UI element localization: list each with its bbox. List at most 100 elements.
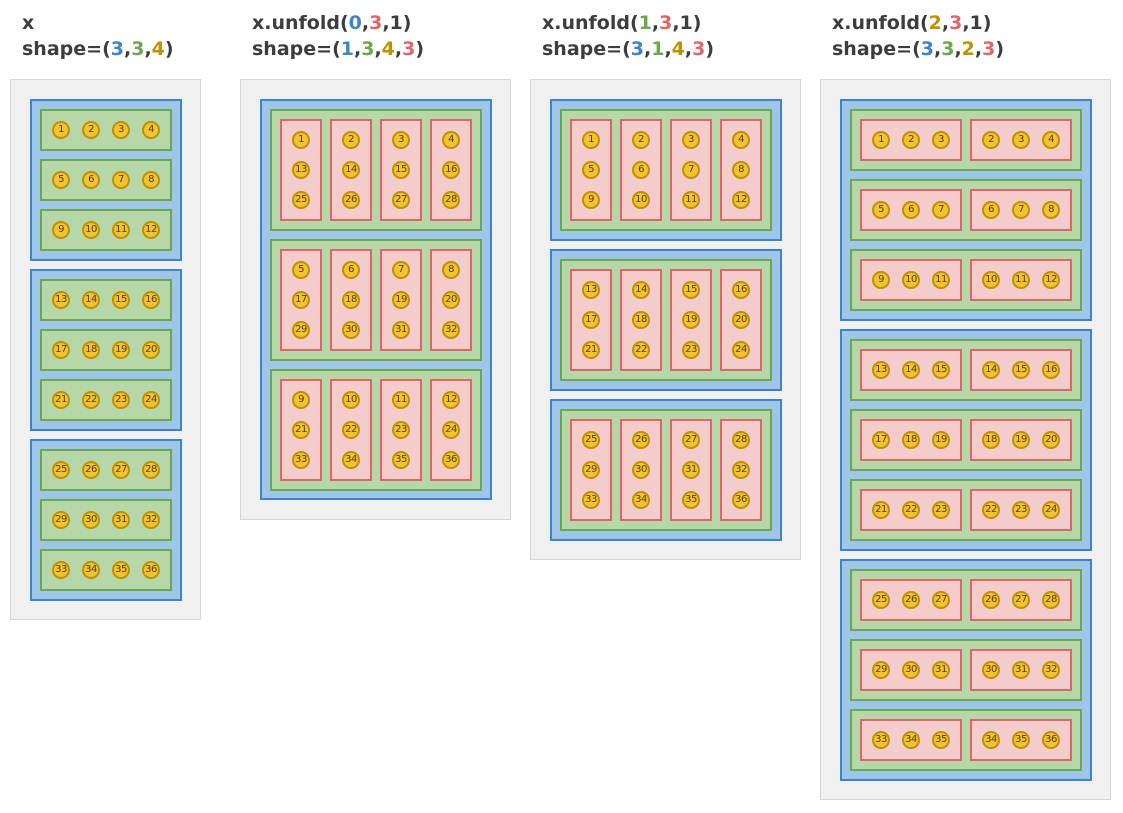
element-cell: 34 (632, 491, 650, 509)
element-cell: 21 (292, 421, 310, 439)
element-cell: 24 (442, 421, 460, 439)
shape-segment: 4 (151, 38, 165, 60)
element-cell: 19 (682, 311, 700, 329)
title-segment: ,1) (382, 12, 412, 34)
shape-segment: , (353, 38, 362, 60)
element-cell: 31 (682, 461, 700, 479)
element-cell: 19 (932, 431, 950, 449)
element-cell: 10 (632, 191, 650, 209)
shape-segment: shape=( (22, 38, 111, 60)
element-cell: 7 (682, 161, 700, 179)
element-cell: 20 (142, 341, 160, 359)
element-cell: 33 (292, 451, 310, 469)
shape-segment: 3 (941, 38, 955, 60)
element-cell: 17 (582, 311, 600, 329)
element-cell: 31 (1012, 661, 1030, 679)
element-cell: 23 (932, 501, 950, 519)
element-cell: 11 (1012, 271, 1030, 289)
element-cell: 27 (392, 191, 410, 209)
element-cell: 27 (112, 461, 130, 479)
element-cell: 26 (902, 591, 920, 609)
element-cell: 35 (392, 451, 410, 469)
element-cell: 35 (112, 561, 130, 579)
element-cell: 32 (732, 461, 750, 479)
element-cell: 2 (82, 121, 100, 139)
shape-segment: , (123, 38, 132, 60)
element-cell: 35 (932, 731, 950, 749)
element-cell: 30 (982, 661, 1000, 679)
shape-segment: , (684, 38, 693, 60)
element-cell: 28 (142, 461, 160, 479)
shape-segment: shape=( (252, 38, 341, 60)
title-segment: 3 (369, 12, 383, 34)
element-cell: 13 (52, 291, 70, 309)
element-cell: 31 (112, 511, 130, 529)
element-cell: 3 (1012, 131, 1030, 149)
element-cell: 17 (872, 431, 890, 449)
element-cell: 6 (902, 201, 920, 219)
shape-segment: ) (415, 38, 425, 60)
element-cell: 16 (442, 161, 460, 179)
element-cell: 30 (342, 321, 360, 339)
element-cell: 8 (1042, 201, 1060, 219)
element-cell: 18 (82, 341, 100, 359)
shape-segment: 4 (671, 38, 685, 60)
element-cell: 5 (872, 201, 890, 219)
element-cell: 15 (1012, 361, 1030, 379)
element-cell: 14 (982, 361, 1000, 379)
shape-segment: 3 (361, 38, 375, 60)
element-cell: 27 (682, 431, 700, 449)
element-cell: 36 (1042, 731, 1060, 749)
element-cell: 20 (442, 291, 460, 309)
element-cell: 6 (632, 161, 650, 179)
element-cell: 6 (982, 201, 1000, 219)
element-cell: 9 (872, 271, 890, 289)
shape-segment: , (374, 38, 382, 60)
element-cell: 15 (682, 281, 700, 299)
element-cell: 29 (582, 461, 600, 479)
element-cell: 7 (392, 261, 410, 279)
shape-segment: 3 (630, 38, 644, 60)
element-cell: 20 (1042, 431, 1060, 449)
element-cell: 10 (982, 271, 1000, 289)
element-cell: 31 (932, 661, 950, 679)
panel-header-unfold-0: x.unfold(0,3,1) shape=(1,3,4,3) (252, 10, 424, 62)
element-cell: 7 (112, 171, 130, 189)
element-cell: 33 (872, 731, 890, 749)
title-line-x: x (22, 10, 174, 36)
element-cell: 6 (342, 261, 360, 279)
element-cell: 30 (82, 511, 100, 529)
title-segment: 2 (928, 12, 942, 34)
shape-segment: 3 (982, 38, 996, 60)
element-cell: 21 (52, 391, 70, 409)
element-cell: 3 (932, 131, 950, 149)
